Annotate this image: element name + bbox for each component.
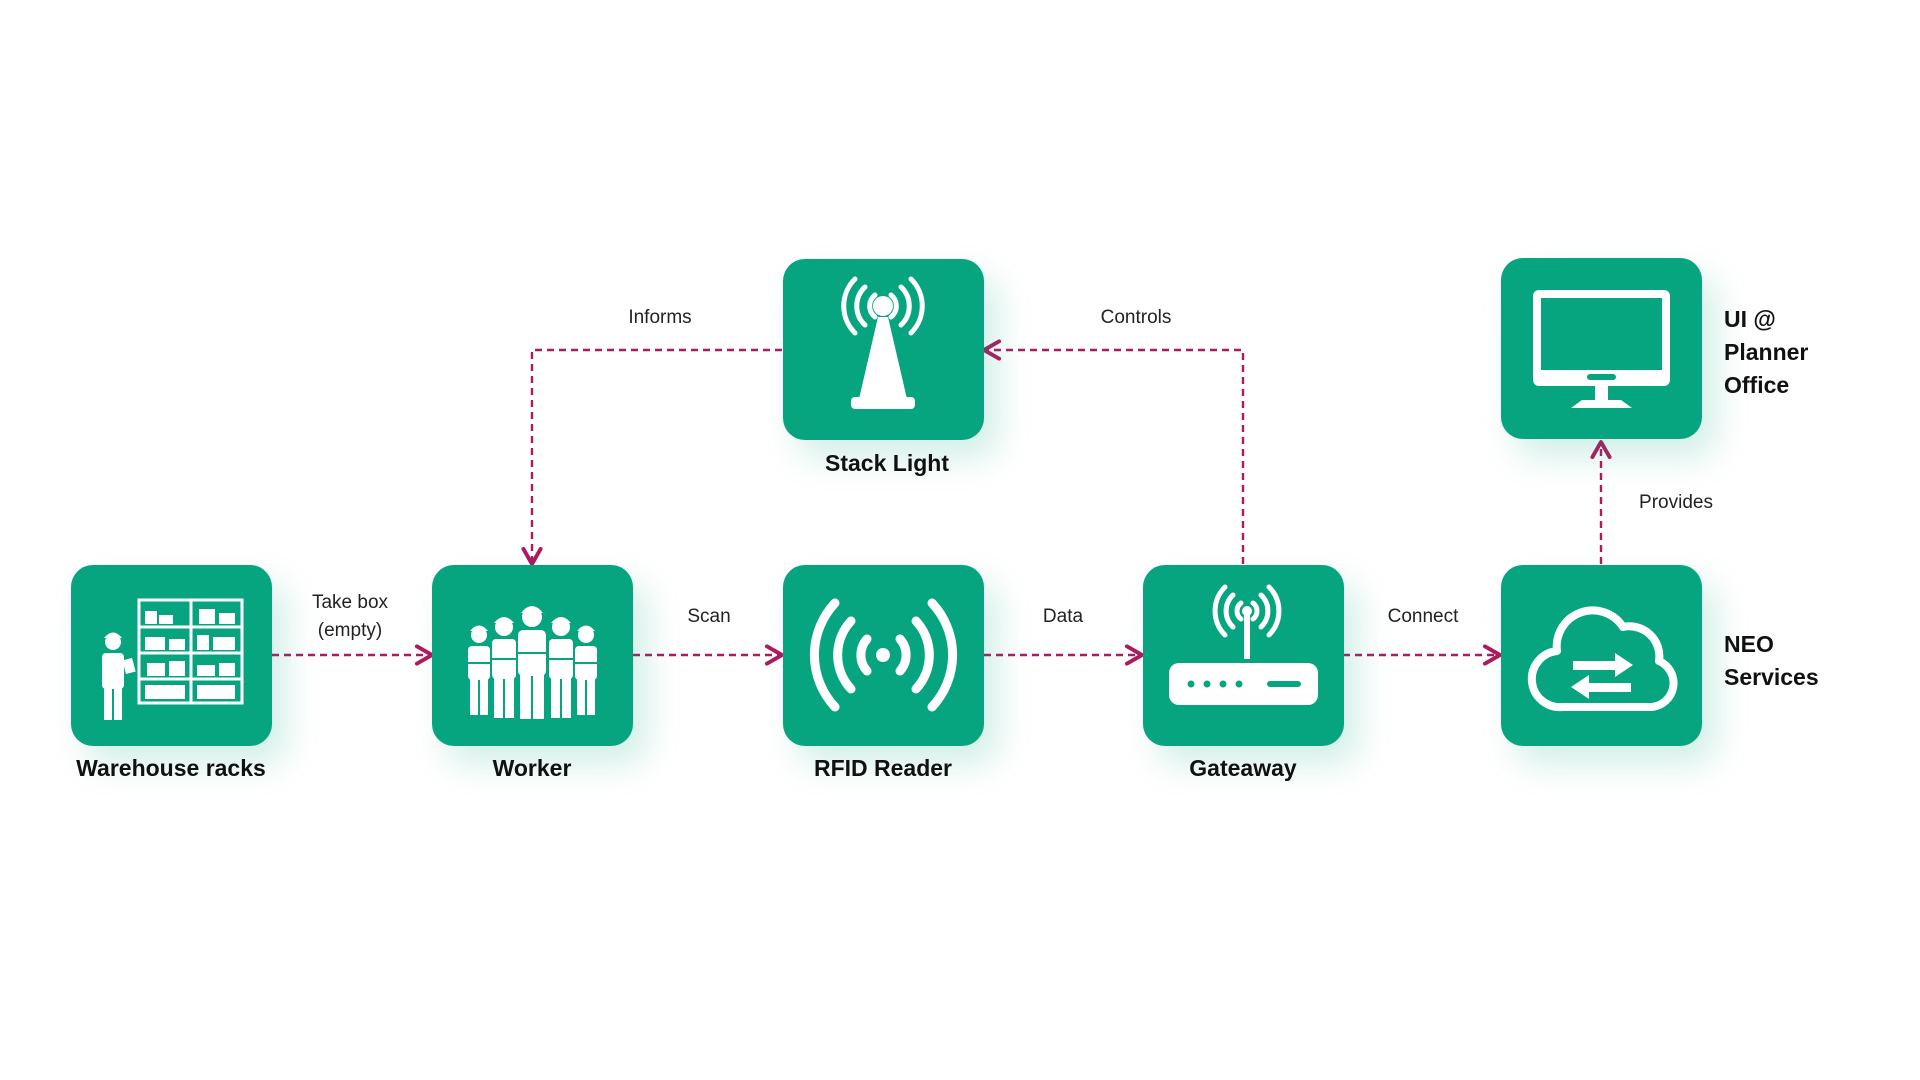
node-neo-services[interactable] [1501,565,1702,746]
warehouse-worker-icon [102,598,244,720]
workers-group-icon [468,606,597,719]
cloud-sync-icon [1527,606,1678,712]
node-label-ui-planner-office: UI @ Planner Office [1724,303,1808,402]
ui-label-line-1: UI @ [1724,306,1776,332]
monitor-icon [1533,290,1670,408]
node-warehouse-racks[interactable] [71,565,272,746]
router-icon [1169,584,1318,705]
node-label-neo-services: NEO Services [1724,628,1819,694]
node-ui-planner-office[interactable] [1501,258,1702,439]
signal-tower-icon [841,276,925,409]
take-box-line-2: (empty) [317,620,383,641]
node-label-gateway: Gateaway [1189,755,1297,781]
ui-label-line-3: Office [1724,372,1790,398]
node-label-stack-light: Stack Light [825,450,949,476]
take-box-line-1: Take box [311,592,389,613]
node-label-worker: Worker [492,755,572,781]
rfid-signal-icon [809,598,958,712]
node-stack-light[interactable] [783,259,984,440]
edge-label-provides: Provides [1639,492,1713,513]
neo-label-line-2: Services [1724,664,1819,690]
edge-label-connect: Connect [1387,606,1459,627]
edge-label-data: Data [1042,606,1084,627]
node-label-warehouse-racks: Warehouse racks [76,755,266,781]
edge-controls [982,339,1245,564]
node-label-rfid-reader: RFID Reader [813,755,953,781]
edge-label-controls: Controls [1100,307,1172,328]
node-gateway[interactable] [1143,565,1344,746]
edge-label-informs: Informs [628,307,692,328]
edge-label-take-box: Take box (empty) [312,589,388,645]
ui-label-line-2: Planner [1724,339,1809,365]
edge-informs [521,348,782,566]
edge-label-scan: Scan [687,606,731,627]
neo-label-line-1: NEO [1724,631,1774,657]
node-rfid-reader[interactable] [783,565,984,746]
node-worker[interactable] [432,565,633,746]
